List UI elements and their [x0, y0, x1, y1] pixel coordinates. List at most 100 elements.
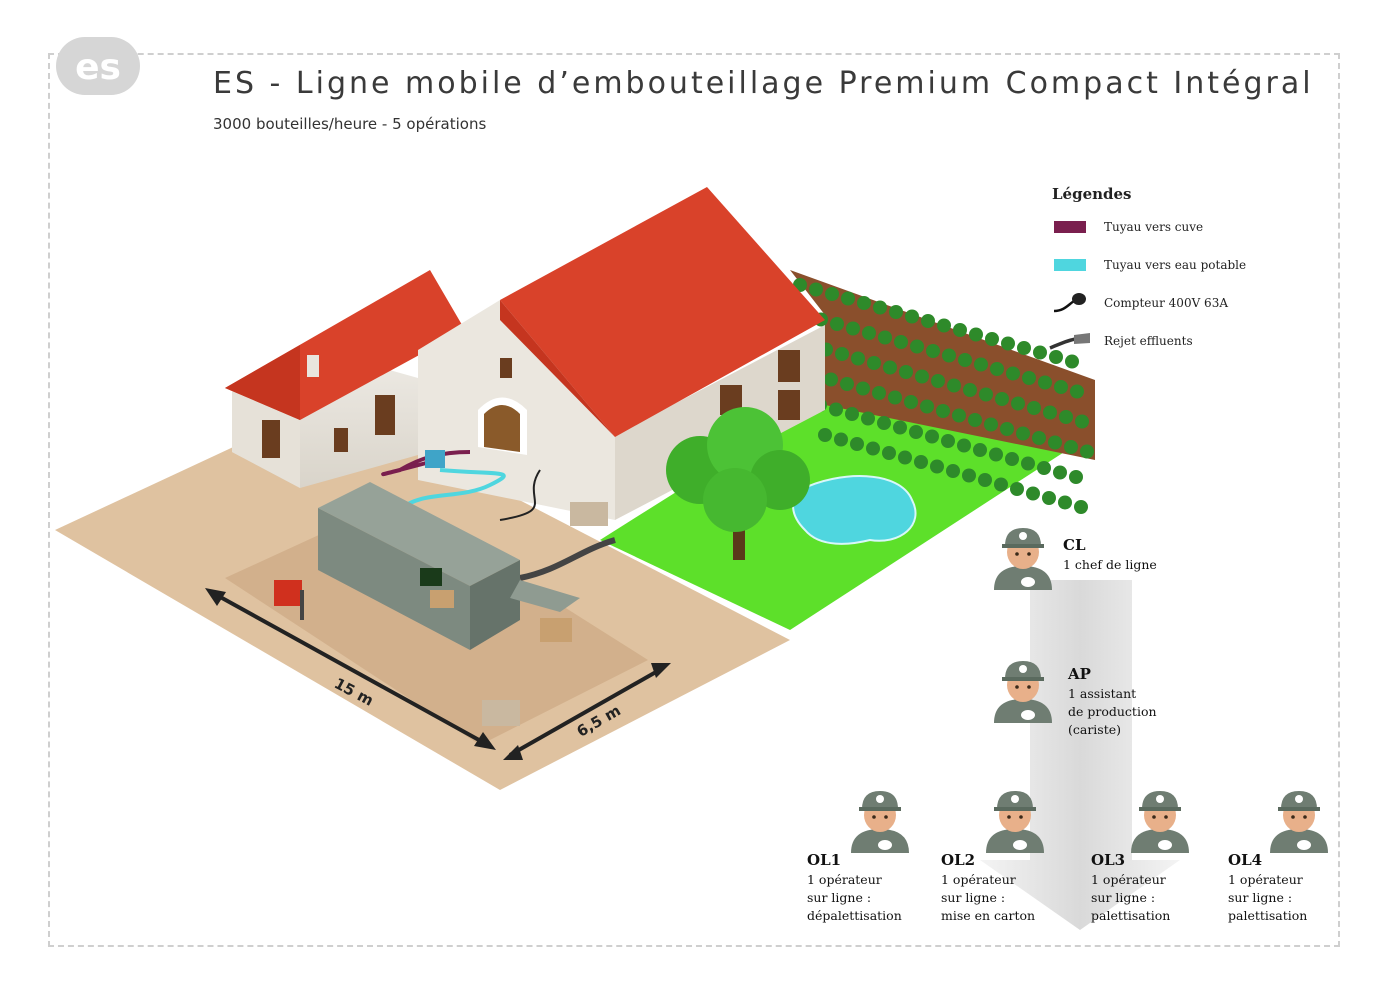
- vine-plant: [1058, 495, 1072, 510]
- vine-plant: [1033, 345, 1047, 360]
- role-desc: 1 opérateur: [1228, 872, 1303, 887]
- vine-plant: [1069, 470, 1083, 484]
- person-icon-ap: [988, 655, 1058, 725]
- role-desc: (cariste): [1068, 722, 1122, 737]
- vine-plant: [979, 387, 993, 402]
- vine-plant: [1022, 371, 1036, 385]
- vine-plant: [893, 420, 907, 435]
- legend-label: Compteur 400V 63A: [1104, 296, 1228, 310]
- legend-item-effluent: Rejet effluents: [1048, 330, 1193, 352]
- vine-plant: [894, 335, 908, 349]
- legend-label: Tuyau vers cuve: [1104, 220, 1204, 234]
- legend-label: Rejet effluents: [1104, 334, 1193, 348]
- vine-plant: [1027, 401, 1041, 415]
- role-desc: de production: [1068, 704, 1157, 719]
- vine-plant: [861, 411, 875, 426]
- vine-plant: [1075, 414, 1089, 429]
- vine-plant: [850, 437, 864, 451]
- vine-plant: [1049, 350, 1063, 364]
- pond: [792, 475, 917, 545]
- legend-item-power: Compteur 400V 63A: [1048, 292, 1228, 314]
- page-subtitle: 3000 bouteilles/heure - 5 opérations: [213, 115, 487, 133]
- vine-plant: [990, 362, 1004, 376]
- vine-plant: [840, 377, 854, 391]
- vine-plant: [867, 356, 881, 370]
- vine-plant: [942, 348, 956, 363]
- vine-plant: [899, 365, 913, 379]
- role-desc: dépalettisation: [807, 908, 902, 923]
- vine-plant: [910, 339, 924, 354]
- vine-plant: [994, 477, 1008, 492]
- vine-plant: [1026, 486, 1040, 501]
- vine-plant: [898, 450, 912, 465]
- vine-plant: [1010, 482, 1024, 496]
- legend-item-tank-hose: Tuyau vers cuve: [1048, 216, 1203, 238]
- vine-plant: [1001, 336, 1015, 351]
- vine-plant: [889, 305, 903, 319]
- role-code: OL1: [807, 851, 842, 869]
- vine-plant: [905, 309, 919, 324]
- vine-plant: [1043, 405, 1057, 420]
- vine-plant: [830, 317, 844, 331]
- vine-plant: [1074, 500, 1088, 514]
- role-desc: mise en carton: [941, 908, 1036, 923]
- mobile-bottling-trailer: [318, 482, 580, 650]
- vine-plant: [936, 404, 950, 418]
- vine-plant: [873, 300, 887, 315]
- vine-plant: [845, 407, 859, 421]
- role-code: OL2: [941, 851, 976, 869]
- vine-plant: [952, 408, 966, 423]
- vine-plant: [1017, 341, 1031, 355]
- vine-plant: [984, 417, 998, 432]
- vine-plant: [866, 441, 880, 456]
- vine-plant: [904, 395, 918, 409]
- vine-plant: [947, 378, 961, 393]
- vine-plant: [835, 347, 849, 361]
- water-hose-swatch: [1054, 259, 1086, 271]
- vine-plant: [1032, 431, 1046, 445]
- role-code: CL: [1063, 536, 1086, 554]
- es-logo: es: [56, 37, 140, 95]
- vine-plant: [877, 416, 891, 430]
- vine-plant: [1016, 426, 1030, 441]
- water-hose: [398, 468, 506, 512]
- vine-plant: [957, 438, 971, 453]
- vine-plant: [995, 392, 1009, 406]
- role-ol2: OL2 1 opérateur sur ligne : mise en cart…: [941, 851, 1035, 925]
- vine-plant: [1000, 422, 1014, 436]
- vine-plant: [857, 296, 871, 310]
- main-building: [418, 187, 825, 520]
- role-desc: palettisation: [1091, 908, 1171, 923]
- pallet-stack: [570, 502, 608, 526]
- vine-plant: [809, 282, 823, 297]
- vine-plant: [930, 459, 944, 474]
- vine-plant: [978, 473, 992, 487]
- pallet-stack: [482, 700, 520, 726]
- vine-plant: [872, 386, 886, 400]
- role-cl: CL 1 chef de ligne: [1063, 536, 1157, 574]
- vine-plant: [888, 390, 902, 405]
- vine-plant: [1038, 375, 1052, 390]
- main-building-roof: [500, 187, 825, 437]
- drain-hose-icon: [1049, 333, 1090, 350]
- vine-plant: [914, 455, 928, 469]
- vine-plant: [1054, 380, 1068, 394]
- legend-item-water-hose: Tuyau vers eau potable: [1048, 254, 1246, 276]
- vine-plant: [962, 468, 976, 483]
- vine-plant: [846, 321, 860, 336]
- effluent-hose: [519, 537, 616, 581]
- person-icon-ol3: [1125, 785, 1195, 855]
- person-icon-ol1: [845, 785, 915, 855]
- power-cable: [499, 469, 541, 521]
- vine-plant: [882, 446, 896, 460]
- pump: [425, 450, 445, 468]
- vine-plant: [953, 323, 967, 337]
- vine-plant: [974, 357, 988, 372]
- vine-plant: [878, 330, 892, 345]
- small-house: [225, 270, 465, 488]
- length-dimension-line: [205, 588, 496, 750]
- role-desc: sur ligne :: [1091, 890, 1156, 905]
- vine-plant: [834, 432, 848, 447]
- vine-plant: [925, 429, 939, 444]
